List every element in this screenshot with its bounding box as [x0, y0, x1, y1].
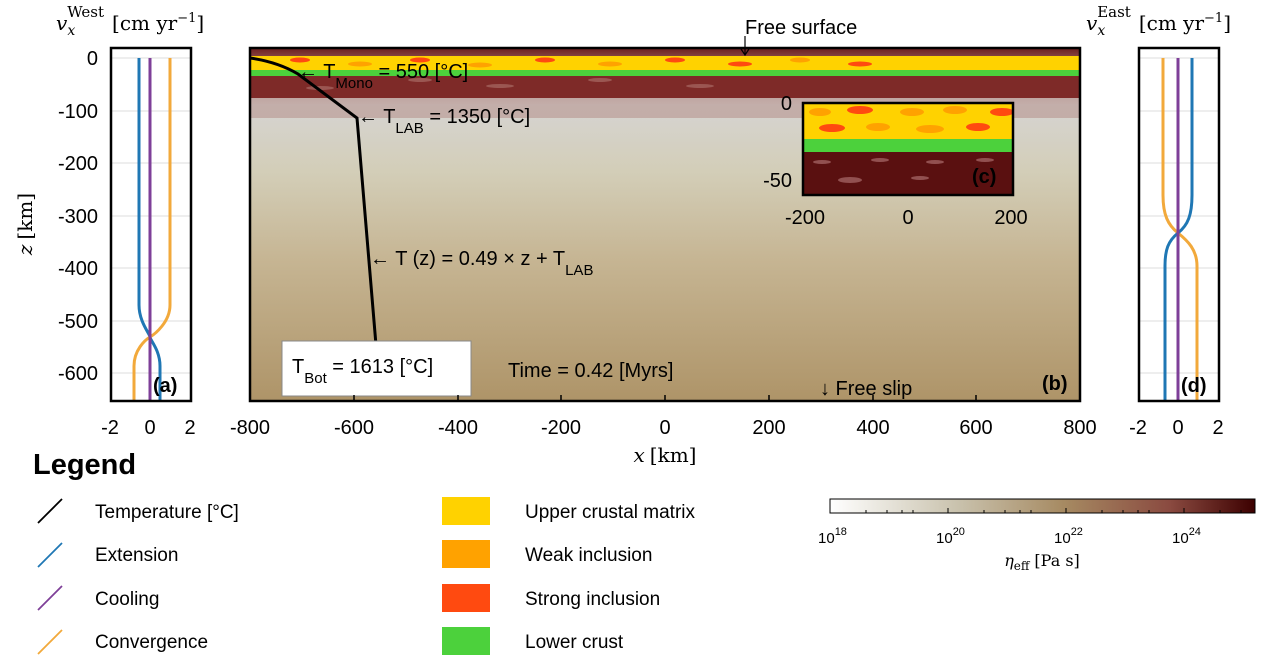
panel-a-frame: [109, 46, 193, 403]
inset-lower-crust: [803, 139, 1013, 152]
t-bot-box: TBot = 1613 [°C]: [281, 340, 472, 397]
panel-a-ytick: -400: [58, 258, 98, 280]
legend-label: Lower crust: [525, 632, 624, 653]
inset-mantle-blobs: [813, 158, 994, 183]
upper-crust-layer: [250, 56, 1080, 70]
legend-label: Strong inclusion: [525, 589, 660, 610]
panel-c-ytick: 0: [781, 93, 792, 115]
legend: Legend Temperature [°C] Extension Coolin…: [33, 449, 695, 655]
legend-label: Extension: [95, 545, 178, 566]
panel-b-xtick: 200: [752, 417, 785, 439]
colorbar-tick-label: 1022: [1054, 526, 1083, 547]
panel-c-tag: (c): [972, 166, 996, 188]
panel-b-xtick: -400: [438, 417, 478, 439]
panel-b-xtick: 0: [659, 417, 670, 439]
lithosphere-band: [250, 76, 1080, 98]
panel-b-xtick: 600: [959, 417, 992, 439]
crust-inclusions: [290, 57, 872, 68]
panel-a-ytick: -100: [58, 101, 98, 123]
free-slip-label: ↓ Free slip: [820, 378, 912, 400]
panel-a-ytick: 0: [87, 48, 98, 70]
panel-b: ← TMono = 550 [°C] ← TLAB = 1350 [°C] ← …: [230, 17, 1097, 467]
panel-a-ytick: -300: [58, 206, 98, 228]
panel-b-xtick: -600: [334, 417, 374, 439]
panel-b-xlabel: x[km]: [634, 443, 697, 467]
time-label: Time = 0.42 [Myrs]: [508, 360, 673, 382]
panel-c-xtick: -200: [785, 207, 825, 229]
extension-legend-line: [37, 542, 63, 568]
colorbar-label: ηeff[Pa s]: [1004, 551, 1080, 573]
strong-inclusion-swatch: [442, 584, 490, 612]
panel-a-ylabel: z[km]: [13, 193, 37, 256]
panel-b-xtick-marks: [353, 395, 977, 401]
panel-a-tag: (a): [153, 375, 177, 397]
panel-a-ytick: -600: [58, 363, 98, 385]
panel-a: vxWest[cm yr−1] 0 -100 -200 -300 -400 -5…: [13, 3, 204, 439]
panel-c-yticks: 0 -50: [763, 93, 792, 192]
panel-c-xticks: -200 0 200: [785, 207, 1028, 229]
panel-c-frame: [801, 101, 1015, 197]
legend-swatch-entries: Upper crustal matrix Weak inclusion Stro…: [442, 497, 695, 655]
panel-a-ytick: -500: [58, 311, 98, 333]
panel-c-xtick: 200: [994, 207, 1027, 229]
panel-c-ytick: -50: [763, 170, 792, 192]
panel-b-xtick: 400: [856, 417, 889, 439]
free-surface-arrow: [740, 36, 750, 57]
lower-crust-swatch: [442, 627, 490, 655]
legend-label: Convergence: [95, 632, 208, 653]
panel-d-xtick: 0: [1172, 417, 1183, 439]
panel-d-xtick-labels: -2 0 2: [1129, 417, 1223, 439]
colorbar-ticks: [829, 508, 1242, 513]
panel-a-xtick: 0: [144, 417, 155, 439]
panel-a-xtick: 2: [184, 417, 195, 439]
panel-d: vxEast[cm yr−1] -2 0 2 (d): [1086, 3, 1231, 439]
panel-a-xtick-labels: -2 0 2: [101, 417, 195, 439]
colorbar-tick-labels: 1018 1020 1022 1024: [818, 526, 1201, 547]
upper-crustal-matrix-swatch: [442, 497, 490, 525]
legend-line-entries: Temperature [°C] Extension Cooling Conve…: [37, 498, 239, 655]
panel-a-ytick: -200: [58, 153, 98, 175]
legend-label: Temperature [°C]: [95, 502, 239, 523]
panel-c-xtick: 0: [902, 207, 913, 229]
colorbar-tick-label: 1018: [818, 526, 847, 547]
panel-d-frame: [1137, 46, 1221, 403]
colorbar-tick-label: 1020: [936, 526, 965, 547]
free-surface-label: Free surface: [745, 17, 857, 39]
legend-title: Legend: [33, 449, 136, 481]
legend-label: Weak inclusion: [525, 545, 652, 566]
legend-label: Upper crustal matrix: [525, 502, 695, 523]
temperature-legend-line: [37, 498, 63, 524]
panel-a-ytick-labels: 0 -100 -200 -300 -400 -500 -600: [58, 48, 98, 385]
inset-inclusions: [809, 106, 1013, 133]
cooling-legend-line: [37, 585, 63, 611]
convergence-legend-line: [37, 629, 63, 655]
weak-inclusion-swatch: [442, 540, 490, 568]
panel-b-xtick: -200: [541, 417, 581, 439]
panel-b-xtick: -800: [230, 417, 270, 439]
temperature-profile: [249, 56, 378, 346]
panel-d-xtick: 2: [1212, 417, 1223, 439]
t-bot-label: TBot = 1613 [°C]: [292, 356, 433, 387]
legend-label: Cooling: [95, 589, 159, 610]
colorbar: 1018 1020 1022 1024 ηeff[Pa s]: [818, 498, 1256, 573]
colorbar-gradient: [829, 498, 1256, 514]
lithosphere-blobs: [306, 78, 714, 90]
colorbar-tick-label: 1024: [1172, 526, 1201, 547]
panel-d-xtick: -2: [1129, 417, 1147, 439]
t-mono-annotation: ← TMono = 550 [°C]: [298, 61, 468, 92]
panel-b-xtick: 800: [1063, 417, 1096, 439]
panel-b-xtick-labels: -800 -600 -400 -200 0 200 400 600 800: [230, 417, 1097, 439]
panel-d-title: vxEast[cm yr−1]: [1086, 3, 1231, 39]
panel-a-title: vxWest[cm yr−1]: [56, 3, 204, 39]
t-lab-annotation: ← TLAB = 1350 [°C]: [358, 106, 530, 137]
t-z-equation: ← T (z) = 0.49 × z + TLAB: [370, 248, 593, 279]
panel-d-tag: (d): [1181, 375, 1207, 397]
lower-crust-layer: [250, 70, 1080, 76]
panel-b-tag: (b): [1042, 373, 1068, 395]
panel-a-xtick: -2: [101, 417, 119, 439]
panel-c: 0 -50 -200 0 200 (c): [763, 93, 1028, 229]
